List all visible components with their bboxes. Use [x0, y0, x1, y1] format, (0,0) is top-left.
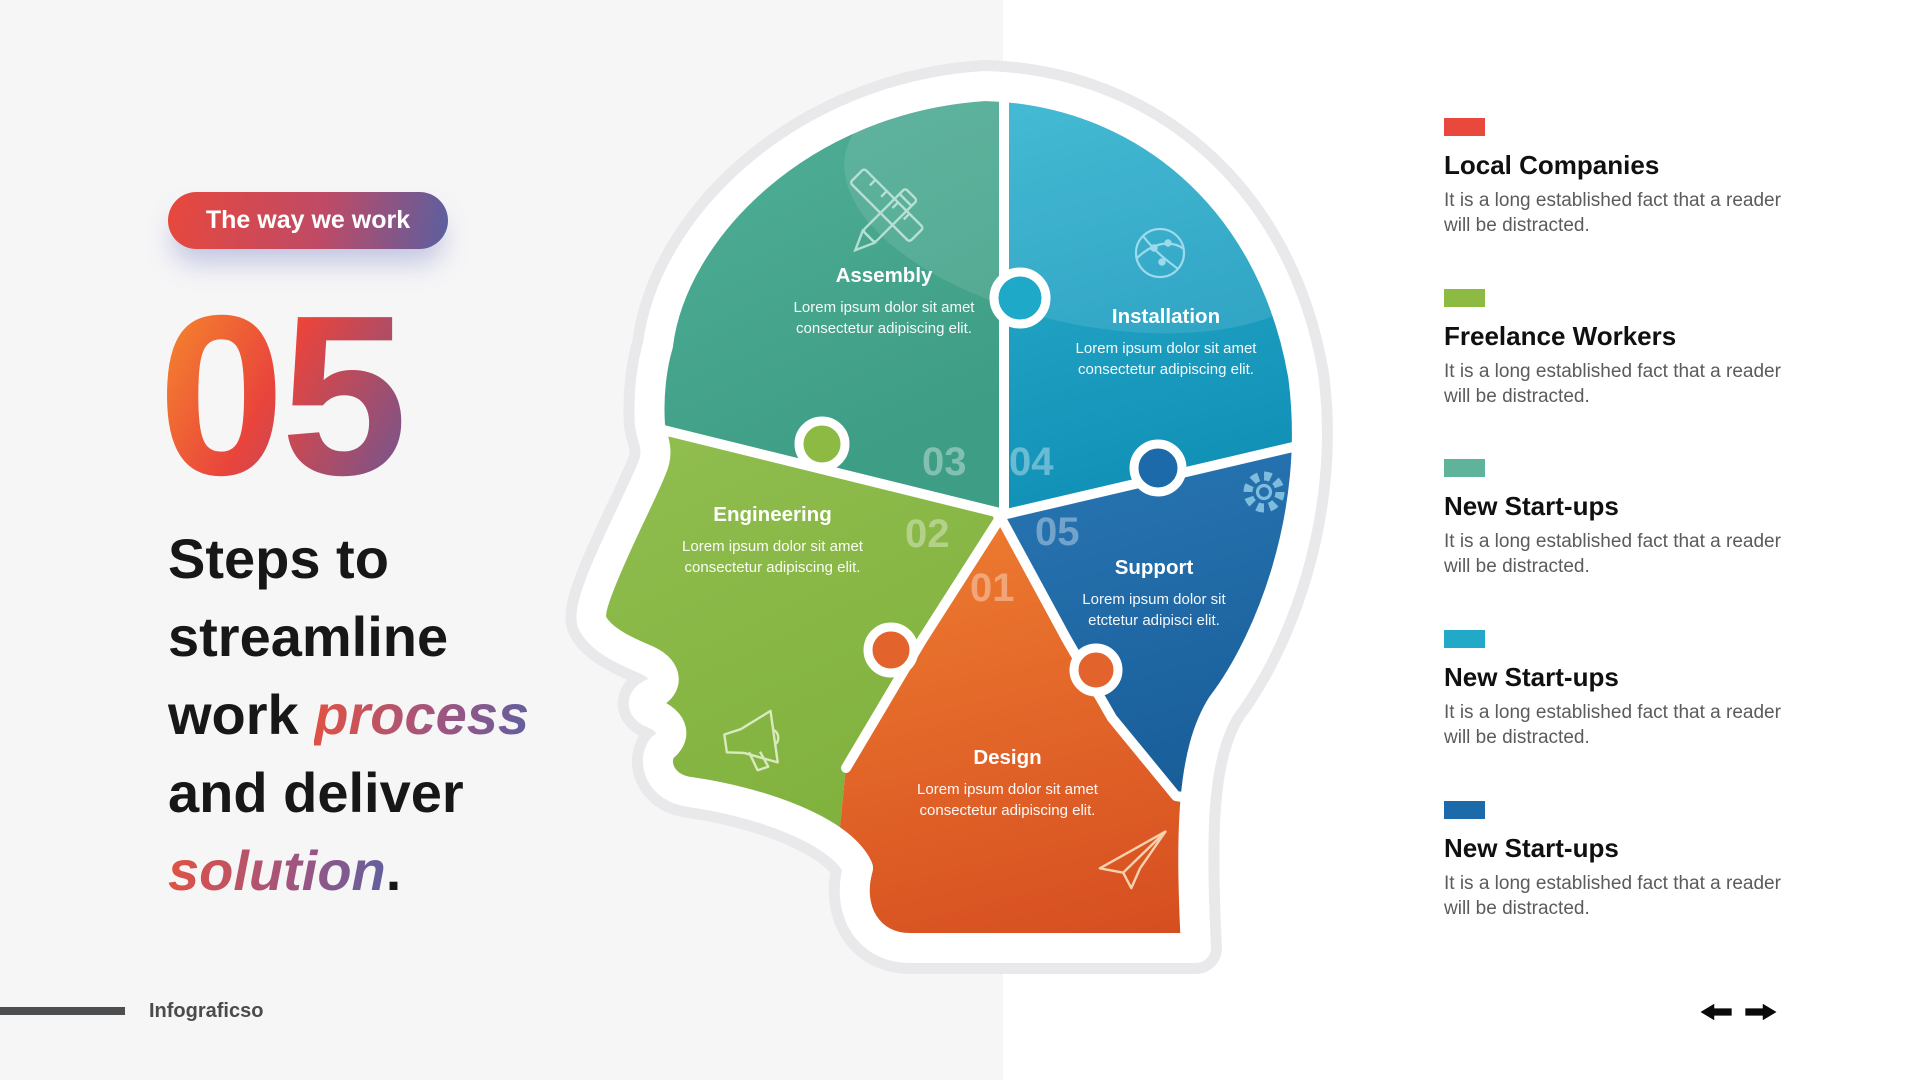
step-number-03: 03: [922, 440, 967, 484]
legend-title: New Start-ups: [1444, 833, 1619, 863]
legend-title: Local Companies: [1444, 150, 1660, 180]
knob-installation: [989, 267, 1051, 329]
badge-label: The way we work: [205, 206, 411, 234]
step-engineering-label: Engineering Lorem ipsum dolor sit amet c…: [665, 503, 880, 578]
legend-swatch: [1444, 118, 1485, 136]
step-number-01: 01: [970, 566, 1015, 610]
legend-description: It is a long established fact that a rea…: [1444, 531, 1781, 578]
step-count-number: 05: [158, 269, 408, 523]
title-badge: The way we work: [168, 192, 448, 249]
step-title: Installation: [1111, 305, 1221, 328]
legend-description: It is a long established fact that a rea…: [1444, 873, 1781, 920]
legend-item-new-startups-1: New Start-ups It is a long established f…: [1444, 459, 1794, 580]
footer-accent-bar: [0, 1007, 125, 1015]
headline-line-5: solution.: [168, 839, 402, 902]
gear-icon: [1243, 471, 1285, 513]
knob-design-right: [1069, 643, 1123, 697]
headline-line-3: work process: [168, 683, 530, 746]
legend-item-freelance-workers: Freelance Workers It is a long establish…: [1444, 289, 1794, 410]
step-body: Lorem ipsum dolor sit etctetur adipisci …: [1082, 591, 1226, 629]
step-title: Design: [973, 746, 1042, 769]
arrow-right-icon: [1745, 1003, 1777, 1021]
legend: Local Companies It is a long established…: [1444, 0, 1794, 1080]
step-title: Support: [1114, 556, 1194, 579]
brand-name: Infograficso: [149, 1000, 264, 1022]
step-body: Lorem ipsum dolor sit amet consectetur a…: [793, 299, 975, 337]
legend-item-new-startups-2: New Start-ups It is a long established f…: [1444, 630, 1794, 751]
pencil-ruler-icon: [850, 168, 924, 253]
legend-swatch: [1444, 801, 1485, 819]
step-body: Lorem ipsum dolor sit amet consectetur a…: [1075, 340, 1257, 378]
knob-engineering: [794, 416, 850, 472]
megaphone-icon: [723, 709, 780, 772]
next-button[interactable]: [1743, 1001, 1777, 1023]
headline-accent-solution: solution: [168, 839, 386, 902]
legend-title: New Start-ups: [1444, 662, 1619, 692]
headline-line-4: and deliver: [168, 761, 464, 824]
headline-accent-process: process: [314, 683, 530, 746]
paper-plane-icon: [1098, 830, 1167, 890]
puzzle-piece-support: [1000, 416, 1307, 830]
legend-description: It is a long established fact that a rea…: [1444, 702, 1781, 749]
step-assembly-label: Assembly Lorem ipsum dolor sit amet cons…: [777, 264, 991, 339]
step-design-label: Design Lorem ipsum dolor sit amet consec…: [900, 746, 1115, 821]
legend-swatch: [1444, 630, 1485, 648]
legend-item-local-companies: Local Companies It is a long established…: [1444, 118, 1794, 239]
step-number-05: 05: [1035, 510, 1080, 554]
step-body: Lorem ipsum dolor sit amet consectetur a…: [917, 781, 1098, 819]
legend-item-new-startups-3: New Start-ups It is a long established f…: [1444, 801, 1794, 922]
step-title: Engineering: [713, 503, 832, 526]
arrow-left-icon: [1700, 1003, 1732, 1021]
step-body: Lorem ipsum dolor sit amet consectetur a…: [682, 538, 863, 576]
knob-design-left: [863, 622, 919, 678]
head-outline: [576, 71, 1322, 963]
legend-swatch: [1444, 289, 1485, 307]
legend-title: New Start-ups: [1444, 491, 1619, 521]
headline-line-1: Steps to: [168, 527, 389, 590]
step-installation-label: Installation Lorem ipsum dolor sit amet …: [1059, 305, 1273, 380]
legend-swatch: [1444, 459, 1485, 477]
step-number-04: 04: [1009, 440, 1054, 484]
legend-title: Freelance Workers: [1444, 321, 1677, 351]
step-support-label: Support Lorem ipsum dolor sit etctetur a…: [1064, 556, 1244, 631]
prev-button[interactable]: [1700, 1001, 1734, 1023]
knob-support: [1129, 439, 1187, 497]
headline: Steps to streamline work process and del…: [168, 520, 529, 910]
globe-network-icon: [1134, 227, 1186, 279]
step-number-02: 02: [905, 512, 950, 556]
puzzle-piece-installation: [1004, 86, 1307, 516]
legend-description: It is a long established fact that a rea…: [1444, 361, 1781, 408]
slide-navigation: [1700, 1001, 1777, 1023]
legend-description: It is a long established fact that a rea…: [1444, 190, 1781, 237]
step-title: Assembly: [835, 264, 933, 287]
headline-line-2: streamline: [168, 605, 449, 668]
